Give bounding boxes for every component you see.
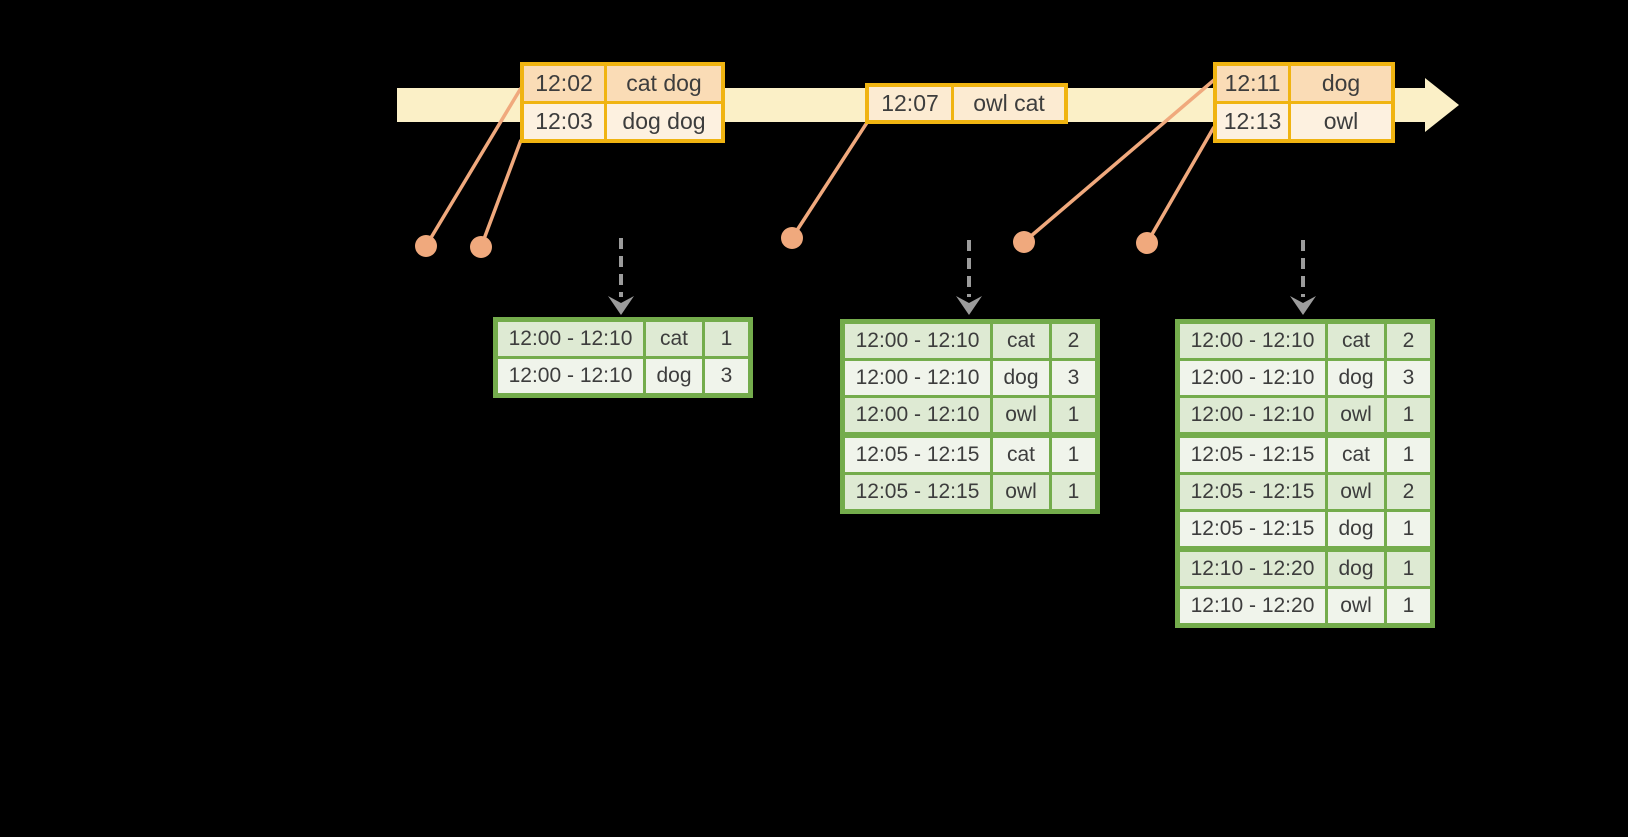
event-connector-line: [479, 139, 523, 248]
event-words-cell: cat dog: [607, 66, 721, 101]
window-cell: 12:05 - 12:15: [1180, 475, 1325, 509]
word-cell: cat: [993, 324, 1049, 358]
event-dot: [470, 236, 492, 258]
event-connector-line: [424, 87, 523, 247]
word-cell: dog: [1328, 512, 1384, 546]
count-cell: 1: [1387, 438, 1430, 472]
window-cell: 12:05 - 12:15: [845, 475, 990, 509]
event-dot: [781, 227, 803, 249]
window-cell: 12:05 - 12:15: [845, 438, 990, 472]
window-cell: 12:00 - 12:10: [845, 361, 990, 395]
event-time-cell: 12:13: [1217, 104, 1288, 139]
window-cell: 12:05 - 12:15: [1180, 512, 1325, 546]
event-time-cell: 12:02: [524, 66, 604, 101]
window-cell: 12:00 - 12:10: [498, 359, 643, 393]
word-cell: cat: [1328, 324, 1384, 358]
word-cell: cat: [646, 322, 702, 356]
event-dot: [1013, 231, 1035, 253]
word-cell: dog: [993, 361, 1049, 395]
event-words-cell: dog dog: [607, 104, 721, 139]
word-cell: dog: [646, 359, 702, 393]
event-box-2: 12:07 owl cat: [865, 83, 1068, 124]
word-cell: owl: [993, 475, 1049, 509]
count-cell: 1: [1052, 398, 1095, 432]
trigger-arrowhead-icon: [1290, 296, 1316, 315]
trigger-arrowhead-icon: [956, 296, 982, 315]
window-cell: 12:00 - 12:10: [845, 398, 990, 432]
event-box-1: 12:02 cat dog 12:03 dog dog: [520, 62, 725, 143]
count-cell: 3: [1052, 361, 1095, 395]
count-cell: 2: [1387, 324, 1430, 358]
event-dot: [415, 235, 437, 257]
count-cell: 1: [1052, 438, 1095, 472]
word-cell: owl: [1328, 589, 1384, 623]
event-connector-line: [1022, 78, 1216, 244]
window-cell: 12:00 - 12:10: [1180, 361, 1325, 395]
event-time-cell: 12:11: [1217, 66, 1288, 101]
event-row: 12:13 owl: [1217, 104, 1391, 139]
count-cell: 3: [705, 359, 748, 393]
word-cell: cat: [993, 438, 1049, 472]
count-cell: 1: [1052, 475, 1095, 509]
window-cell: 12:10 - 12:20: [1180, 552, 1325, 586]
word-cell: owl: [993, 398, 1049, 432]
event-connector-line: [1145, 126, 1216, 244]
count-cell: 3: [1387, 361, 1430, 395]
count-cell: 2: [1387, 475, 1430, 509]
count-cell: 2: [1052, 324, 1095, 358]
event-box-3: 12:11 dog 12:13 owl: [1213, 62, 1395, 143]
window-cell: 12:00 - 12:10: [498, 322, 643, 356]
event-words-cell: owl cat: [954, 87, 1064, 120]
event-row: 12:07 owl cat: [869, 87, 1064, 120]
window-cell: 12:05 - 12:15: [1180, 438, 1325, 472]
word-cell: dog: [1328, 552, 1384, 586]
count-cell: 1: [1387, 398, 1430, 432]
event-time-cell: 12:03: [524, 104, 604, 139]
word-cell: owl: [1328, 475, 1384, 509]
count-cell: 1: [1387, 552, 1430, 586]
event-connector-line: [790, 120, 870, 239]
word-cell: owl: [1328, 398, 1384, 432]
event-time-cell: 12:07: [869, 87, 951, 120]
window-cell: 12:10 - 12:20: [1180, 589, 1325, 623]
timeline-arrowhead-icon: [1425, 78, 1459, 132]
event-row: 12:11 dog: [1217, 66, 1391, 101]
count-cell: 1: [705, 322, 748, 356]
event-row: 12:02 cat dog: [524, 66, 721, 101]
event-dot: [1136, 232, 1158, 254]
count-cell: 1: [1387, 512, 1430, 546]
event-row: 12:03 dog dog: [524, 104, 721, 139]
window-cell: 12:00 - 12:10: [1180, 398, 1325, 432]
word-cell: dog: [1328, 361, 1384, 395]
count-cell: 1: [1387, 589, 1430, 623]
window-cell: 12:00 - 12:10: [845, 324, 990, 358]
window-cell: 12:00 - 12:10: [1180, 324, 1325, 358]
event-words-cell: owl: [1291, 104, 1391, 139]
event-words-cell: dog: [1291, 66, 1391, 101]
word-cell: cat: [1328, 438, 1384, 472]
trigger-arrowhead-icon: [608, 296, 634, 315]
